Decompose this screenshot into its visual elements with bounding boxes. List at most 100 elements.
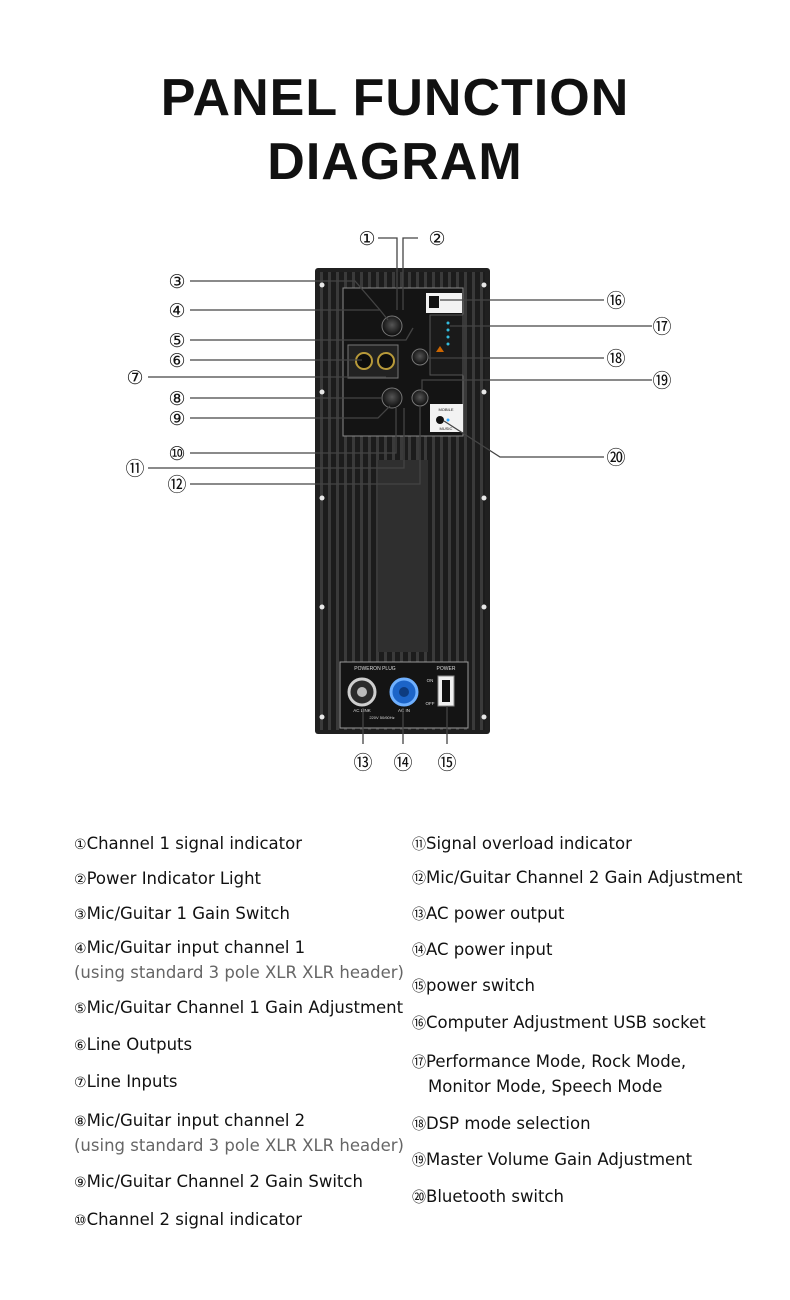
- legend-num: ③: [74, 907, 87, 923]
- legend-num: ④: [74, 941, 87, 957]
- bluetooth-button[interactable]: [436, 416, 444, 424]
- legend-item-8: ⑧Mic/Guitar input channel 2 (using standa…: [74, 1109, 404, 1158]
- legend-text: Channel 2 signal indicator: [86, 1210, 302, 1229]
- legend-num: ⑱: [412, 1117, 426, 1133]
- legend-item-20: ⑳Bluetooth switch: [412, 1185, 564, 1210]
- legend-num: ⑰: [412, 1055, 426, 1071]
- legend-item-5: ⑤Mic/Guitar Channel 1 Gain Adjustment: [74, 996, 403, 1021]
- legend-text: Mic/Guitar Channel 1 Gain Adjustment: [86, 998, 404, 1017]
- legend-num: ⑬: [412, 907, 426, 923]
- mounting-holes: [319, 282, 487, 720]
- legend-text: Performance Mode, Rock Mode,: [426, 1052, 687, 1071]
- callout-18: ⑱: [606, 348, 625, 370]
- legend-num: ⑫: [412, 871, 426, 887]
- legend-text: Mic/Guitar input channel 1: [86, 938, 306, 957]
- voltage-label: 220V 50/60Hz: [369, 715, 394, 720]
- legend-num: ⑧: [74, 1114, 87, 1130]
- power-on-plug-label: POWERON PLUG: [354, 666, 396, 672]
- legend-num: ①: [74, 837, 87, 853]
- callout-9: ⑨: [168, 408, 185, 430]
- legend-text: Mic/Guitar Channel 2 Gain Switch: [86, 1172, 363, 1191]
- ch2-gain-knob[interactable]: [381, 387, 403, 409]
- legend-num: ⑤: [74, 1001, 87, 1017]
- ch1-gain-knob[interactable]: [381, 315, 403, 337]
- legend-text: Signal overload indicator: [426, 834, 632, 853]
- line-input-jack[interactable]: [377, 352, 395, 370]
- legend-num: ⑨: [74, 1175, 87, 1191]
- legend-text: Mic/Guitar Channel 2 Gain Adjustment: [426, 868, 743, 887]
- legend-item-10: ⑩Channel 2 signal indicator: [74, 1208, 302, 1233]
- legend-num: ⑪: [412, 837, 426, 853]
- callout-6: ⑥: [168, 350, 185, 372]
- legend-item-2: ②Power Indicator Light: [74, 867, 261, 892]
- line-output-jack[interactable]: [355, 352, 373, 370]
- callout-7: ⑦: [126, 367, 143, 389]
- callout-8: ⑧: [168, 388, 185, 410]
- legend-num: ⑮: [412, 979, 426, 995]
- ac-in-label: AC IN: [398, 708, 410, 713]
- legend-item-1: ①Channel 1 signal indicator: [74, 832, 302, 857]
- off-label: OFF: [426, 701, 435, 706]
- legend-text: Mic/Guitar input channel 2: [86, 1111, 306, 1130]
- legend-num: ⑲: [412, 1153, 426, 1169]
- master-volume-knob[interactable]: [411, 389, 429, 407]
- legend-item-7: ⑦Line Inputs: [74, 1070, 178, 1095]
- callout-19: ⑲: [652, 370, 671, 392]
- legend-text: Mic/Guitar 1 Gain Switch: [86, 904, 290, 923]
- legend-item-12: ⑫Mic/Guitar Channel 2 Gain Adjustment: [412, 866, 743, 891]
- power-label: POWER: [437, 666, 456, 672]
- callout-10: ⑩: [168, 443, 185, 465]
- page-title-line-2: DIAGRAM: [267, 133, 523, 191]
- legend-subtext: (using standard 3 pole XLR XLR header): [74, 1136, 404, 1155]
- legend-item-6: ⑥Line Outputs: [74, 1033, 192, 1058]
- legend-item-18: ⑱DSP mode selection: [412, 1112, 591, 1137]
- legend-item-14: ⑭AC power input: [412, 938, 552, 963]
- legend-subtext: (using standard 3 pole XLR XLR header): [74, 963, 404, 982]
- callout-20: ⑳: [606, 447, 625, 469]
- callout-15: ⑮: [437, 752, 456, 774]
- panel-diagram: MOBILE MUSIC POWERON PLUG POWER AC LINK …: [125, 228, 671, 774]
- callout-11: ⑪: [125, 458, 144, 480]
- legend-item-13: ⑬AC power output: [412, 902, 564, 927]
- leader-lines: [148, 237, 652, 744]
- legend-text: Channel 1 signal indicator: [86, 834, 302, 853]
- ac-link-label: AC LINK: [353, 708, 371, 713]
- callout-13: ⑬: [353, 752, 372, 774]
- legend-text: AC power input: [426, 940, 553, 959]
- page-title-line-1: PANEL FUNCTION: [160, 69, 630, 127]
- music-label: MUSIC: [440, 426, 453, 431]
- callout-2: ②: [428, 228, 445, 250]
- callout-3: ③: [168, 271, 185, 293]
- on-label: ON: [427, 678, 434, 683]
- callout-1: ①: [358, 228, 375, 250]
- legend-num: ⑳: [412, 1190, 426, 1206]
- control-panel: MOBILE MUSIC: [342, 287, 464, 437]
- legend-item-19: ⑲Master Volume Gain Adjustment: [412, 1148, 692, 1173]
- callout-4: ④: [168, 300, 185, 322]
- legend-text: power switch: [426, 976, 535, 995]
- legend-num: ②: [74, 872, 87, 888]
- usb-socket[interactable]: [429, 296, 439, 308]
- legend-item-11: ⑪Signal overload indicator: [412, 832, 632, 857]
- callout-16: ⑯: [606, 290, 625, 312]
- dsp-mode-knob[interactable]: [411, 348, 429, 366]
- legend-num: ⑯: [412, 1016, 426, 1032]
- legend-item-17: ⑰Performance Mode, Rock Mode, Monitor Mod…: [412, 1050, 686, 1099]
- legend-text: Line Outputs: [86, 1035, 193, 1054]
- legend-item-15: ⑮power switch: [412, 974, 535, 999]
- legend-text: Bluetooth switch: [426, 1187, 565, 1206]
- legend-num: ⑥: [74, 1038, 87, 1054]
- mobile-label: MOBILE: [438, 407, 453, 412]
- callout-numbers: ① ② ③ ④ ⑤ ⑥ ⑦ ⑧ ⑨ ⑩ ⑪ ⑫ ⑬ ⑭ ⑮ ⑯ ⑰ ⑱ ⑲ ⑳: [125, 228, 671, 774]
- legend-num: ⑦: [74, 1075, 87, 1091]
- legend-item-4: ④Mic/Guitar input channel 1 (using standa…: [74, 936, 404, 985]
- legend-text: Computer Adjustment USB socket: [426, 1013, 706, 1032]
- legend-item-16: ⑯Computer Adjustment USB socket: [412, 1011, 706, 1036]
- legend-text: DSP mode selection: [426, 1114, 591, 1133]
- callout-17: ⑰: [652, 316, 671, 338]
- legend-continuation: Monitor Mode, Speech Mode: [428, 1077, 663, 1096]
- callout-14: ⑭: [393, 752, 412, 774]
- legend-text: Line Inputs: [86, 1072, 178, 1091]
- legend-text: Power Indicator Light: [86, 869, 262, 888]
- callout-5: ⑤: [168, 330, 185, 352]
